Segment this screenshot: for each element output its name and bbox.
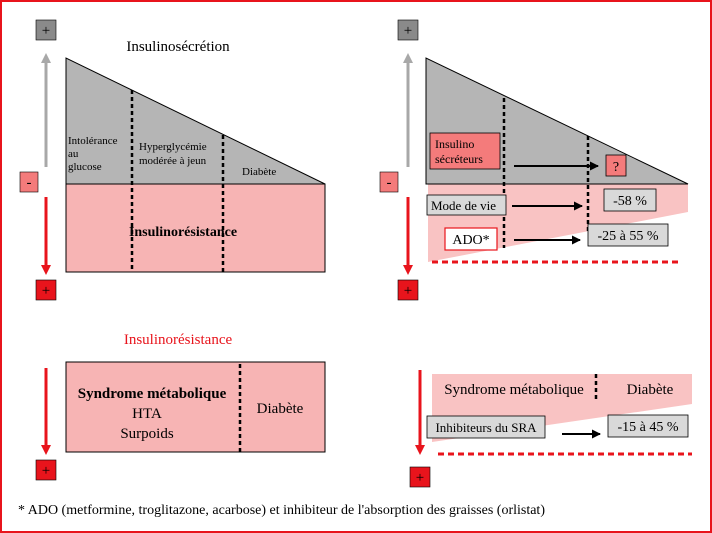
- plus-box-gray: [35, 19, 57, 41]
- value-box-25-55: [587, 223, 669, 247]
- value-58: -58 %: [613, 194, 647, 209]
- insulinosecretion-triangle: [65, 57, 326, 185]
- bottom-left-panel: Insulinorésistance + Syndrome métaboliqu…: [35, 332, 326, 481]
- insulino-label-1: Insulino: [435, 137, 474, 151]
- plus-label: +: [404, 283, 412, 299]
- top-right-panel: + - + Insulino sécréteurs ? Mode de vie …: [379, 19, 689, 301]
- plus-label: +: [42, 283, 50, 299]
- label-syndrome-metabolique: Syndrome métabolique: [78, 386, 227, 402]
- value-question: ?: [613, 160, 619, 175]
- insulinoresistance-area: [65, 183, 326, 273]
- label-surpoids: Surpoids: [120, 426, 174, 442]
- mode-de-vie-box: [426, 194, 507, 216]
- value-box-question: [605, 154, 627, 177]
- insulino-label-2: sécréteurs: [435, 152, 483, 166]
- title-insulinoresistance-red: Insulinorésistance: [124, 332, 233, 348]
- plus-box-red: [35, 279, 57, 301]
- bottom-right-panel: + Syndrome métabolique Diabète Inhibiteu…: [409, 370, 692, 488]
- minus-label: -: [27, 175, 32, 191]
- syndrome-box: [65, 361, 326, 453]
- zone-intolerance-2: au: [68, 148, 79, 160]
- footnote: * ADO (metformine, troglitazone, acarbos…: [18, 503, 545, 518]
- title-insulinosecretion: Insulinosécrétion: [126, 39, 230, 55]
- label-diabete: Diabète: [627, 382, 674, 398]
- plus-label: +: [404, 23, 412, 39]
- value-15-45: -15 à 45 %: [617, 420, 678, 435]
- zone-diabete: Diabète: [242, 166, 276, 178]
- value-box-15-45: [607, 414, 689, 438]
- plus-label: +: [416, 470, 424, 486]
- minus-box: [19, 171, 39, 193]
- top-left-panel: + - + Insulinosécrétion Intolérance au g…: [19, 19, 326, 301]
- ado-box: [444, 227, 498, 251]
- plus-box-gray: [397, 19, 419, 41]
- zone-hyperglycemie-1: Hyperglycémie: [139, 141, 207, 153]
- label-insulinoresistance: Insulinorésistance: [129, 225, 237, 240]
- zone-intolerance-3: glucose: [68, 161, 102, 173]
- mode-de-vie-label: Mode de vie: [431, 198, 496, 213]
- label-hta: HTA: [132, 406, 162, 422]
- ado-label: ADO*: [452, 233, 489, 248]
- insulino-secreteurs-box: [429, 132, 501, 170]
- inhibiteurs-sra-label: Inhibiteurs du SRA: [435, 420, 537, 435]
- value-box-58: [603, 188, 657, 212]
- plus-box-red: [35, 459, 57, 481]
- plus-label: +: [42, 23, 50, 39]
- plus-label: +: [42, 463, 50, 479]
- value-25-55: -25 à 55 %: [597, 229, 658, 244]
- plus-box-red: [397, 279, 419, 301]
- zone-hyperglycemie-2: modérée à jeun: [139, 155, 207, 167]
- label-syndrome-metabolique: Syndrome métabolique: [444, 382, 584, 398]
- minus-box: [379, 171, 399, 193]
- inhibiteurs-sra-box: [426, 415, 546, 439]
- plus-box-red: [409, 466, 431, 488]
- label-diabete: Diabète: [257, 401, 304, 417]
- zone-intolerance-1: Intolérance: [68, 135, 118, 147]
- minus-label: -: [387, 175, 392, 191]
